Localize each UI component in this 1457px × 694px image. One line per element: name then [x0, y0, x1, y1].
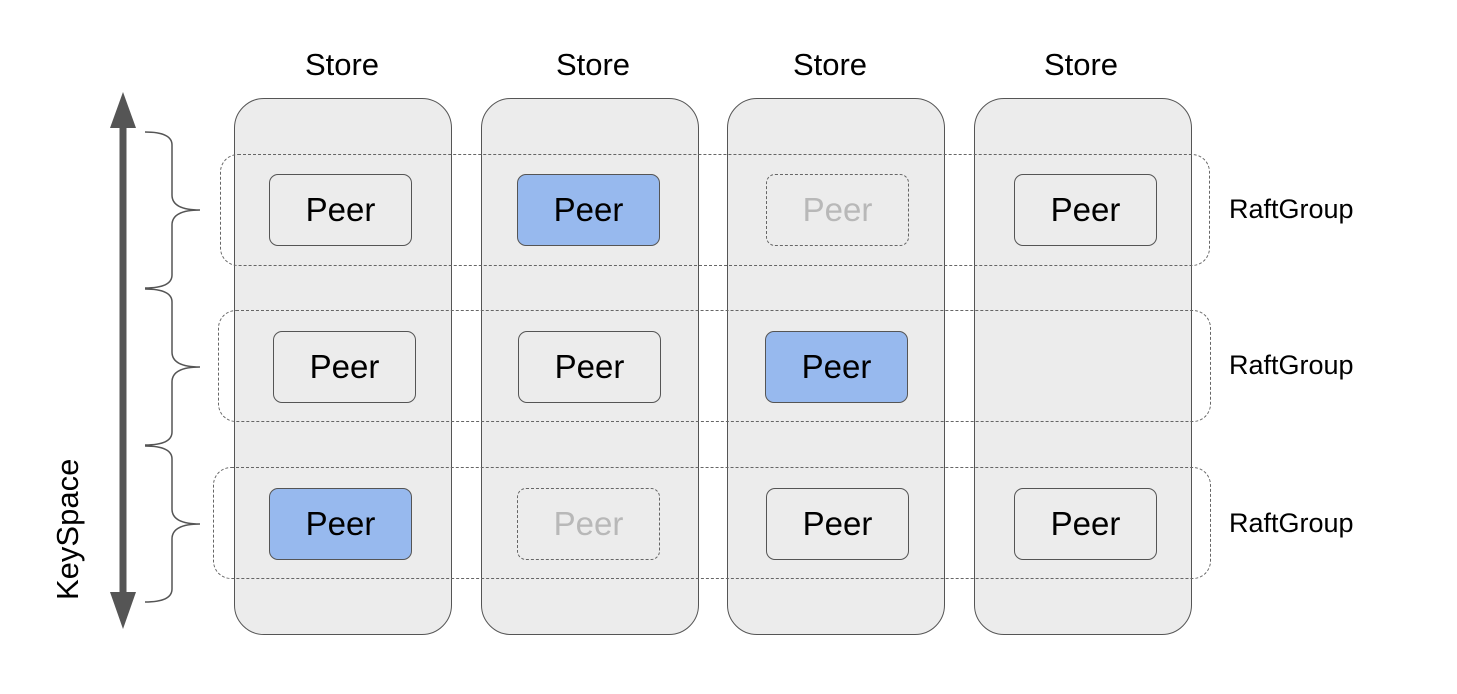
peer-r3-s4[interactable]: Peer — [1014, 488, 1157, 560]
keyspace-arrow-down-icon — [110, 592, 136, 629]
key-range-brace-1 — [144, 131, 201, 289]
store-title-2: Store — [555, 47, 631, 82]
raft-group-label-2: RaftGroup — [1229, 350, 1354, 380]
key-range-brace-3 — [144, 445, 201, 603]
peer-r2-s1[interactable]: Peer — [273, 331, 416, 403]
raft-group-band-2 — [218, 310, 1211, 422]
keyspace-axis — [110, 92, 201, 629]
raft-group-label-1: RaftGroup — [1229, 194, 1354, 224]
peer-r3-s3[interactable]: Peer — [766, 488, 909, 560]
peer-r2-s3[interactable]: Peer — [765, 331, 908, 403]
keyspace-arrow-up-icon — [110, 92, 136, 128]
key-range-brace-2 — [144, 288, 201, 446]
store-title-4: Store — [1043, 47, 1119, 82]
peer-r1-s1[interactable]: Peer — [269, 174, 412, 246]
store-title-3: Store — [792, 47, 868, 82]
peer-r1-s3[interactable]: Peer — [766, 174, 909, 246]
store-title-1: Store — [304, 47, 380, 82]
keyspace-label: KeySpace — [50, 458, 85, 600]
peer-r3-s1[interactable]: Peer — [269, 488, 412, 560]
raft-group-label-3: RaftGroup — [1229, 508, 1354, 538]
raft-group-band-1 — [220, 154, 1210, 266]
peer-r1-s2[interactable]: Peer — [517, 174, 660, 246]
peer-r2-s2[interactable]: Peer — [518, 331, 661, 403]
peer-r3-s2[interactable]: Peer — [517, 488, 660, 560]
raft-group-band-3 — [213, 467, 1211, 579]
peer-r1-s4[interactable]: Peer — [1014, 174, 1157, 246]
